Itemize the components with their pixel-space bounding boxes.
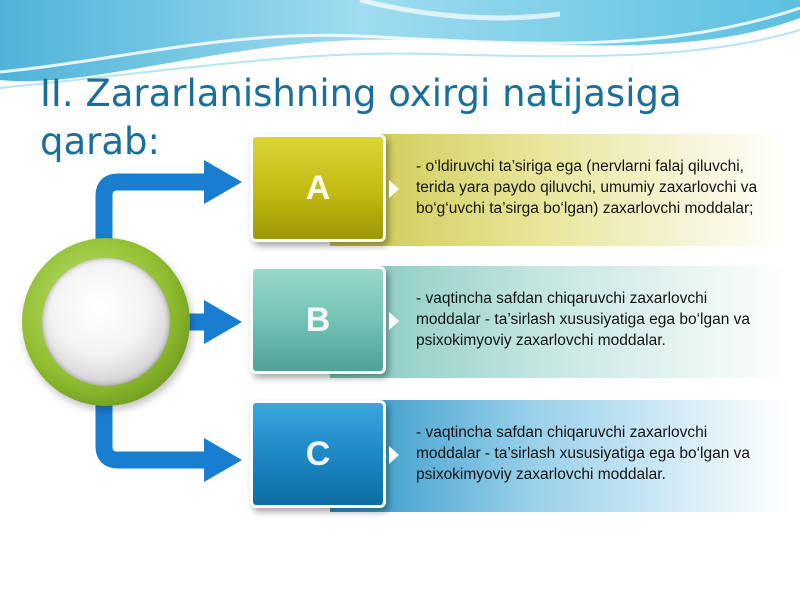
item-b-pointer bbox=[389, 312, 399, 330]
item-b-letter: B bbox=[305, 300, 331, 339]
item-a-band bbox=[330, 134, 790, 246]
item-b-band bbox=[330, 266, 790, 378]
item-c-text: - vaqtincha safdan chiqaruvchi zaxarlovc… bbox=[416, 424, 751, 483]
item-c-band bbox=[330, 400, 790, 512]
slide-title: II. Zararlanishning oxirgi natijasiga qa… bbox=[40, 72, 682, 163]
item-a: A - o‘ldiruvchi ta’siriga ega (nervlarni… bbox=[250, 134, 790, 246]
item-c-tile: C bbox=[250, 400, 386, 508]
item-c-pointer bbox=[389, 446, 399, 464]
item-a-pointer bbox=[389, 180, 399, 198]
orb-highlight bbox=[42, 258, 170, 386]
item-b-text: - vaqtincha safdan chiqaruvchi zaxarlovc… bbox=[416, 290, 751, 349]
item-a-letter: A bbox=[305, 168, 331, 207]
item-b-tile: B bbox=[250, 266, 386, 374]
center-orb bbox=[22, 238, 190, 406]
header-wave-decoration bbox=[0, 0, 800, 89]
item-c: C - vaqtincha safdan chiqaruvchi zaxarlo… bbox=[250, 400, 790, 512]
item-a-text: - o‘ldiruvchi ta’siriga ega (nervlarni f… bbox=[416, 158, 758, 217]
item-b: B - vaqtincha safdan chiqaruvchi zaxarlo… bbox=[250, 266, 790, 378]
item-c-letter: C bbox=[305, 434, 331, 473]
item-a-tile: A bbox=[250, 134, 386, 242]
